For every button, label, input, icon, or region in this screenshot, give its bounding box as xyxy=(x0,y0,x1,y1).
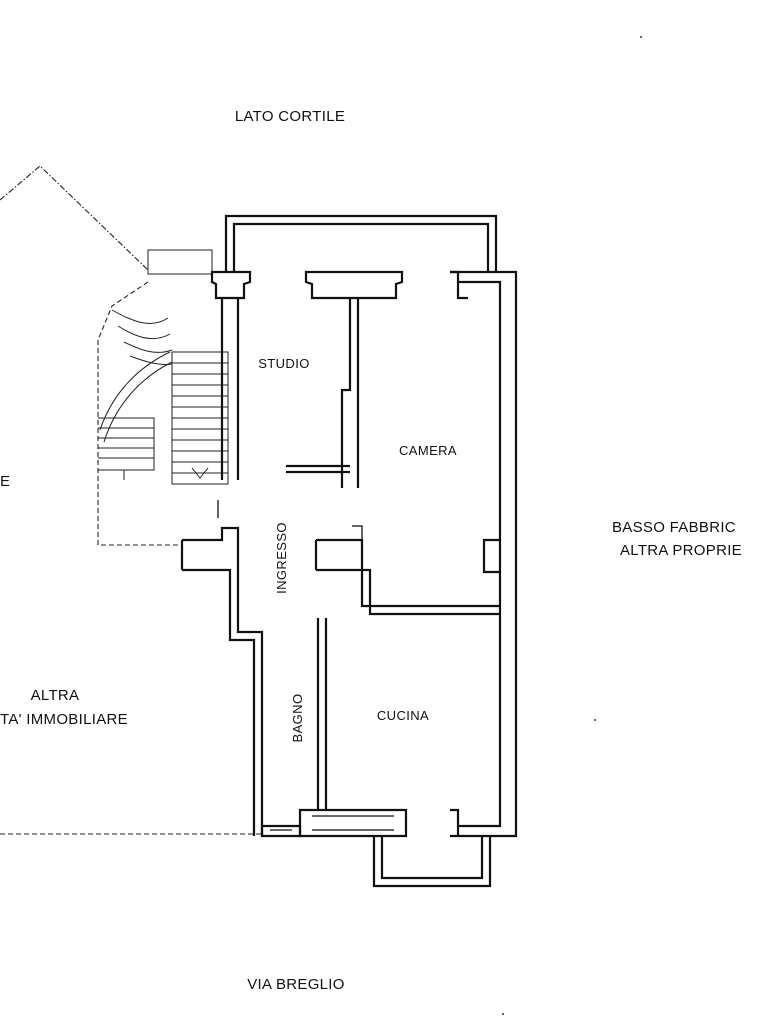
neighbour-boundary-left xyxy=(97,281,180,546)
label-basso-fabbricato: BASSO FABBRIC xyxy=(612,519,736,536)
neighbour-roof-outline xyxy=(0,165,149,271)
scan-specks xyxy=(502,36,642,1015)
label-altra-proprieta: ALTRA PROPRIE xyxy=(620,542,742,559)
window-heads xyxy=(260,270,468,838)
label-altra: ALTRA xyxy=(31,687,80,704)
room-studio: STUDIO xyxy=(258,356,310,371)
staircase xyxy=(98,249,229,485)
interior-walls xyxy=(217,298,500,810)
label-via-breglio: VIA BREGLIO xyxy=(247,976,345,993)
label-left-edge: E xyxy=(0,473,10,490)
room-bagno: BAGNO xyxy=(290,694,305,743)
room-camera: CAMERA xyxy=(399,443,457,458)
exterior-walls xyxy=(180,214,518,888)
label-unita-immobiliare: TA' IMMOBILIARE xyxy=(0,711,128,728)
room-cucina: CUCINA xyxy=(377,708,429,723)
label-lato-cortile: LATO CORTILE xyxy=(235,108,345,125)
room-ingresso: INGRESSO xyxy=(274,522,289,594)
